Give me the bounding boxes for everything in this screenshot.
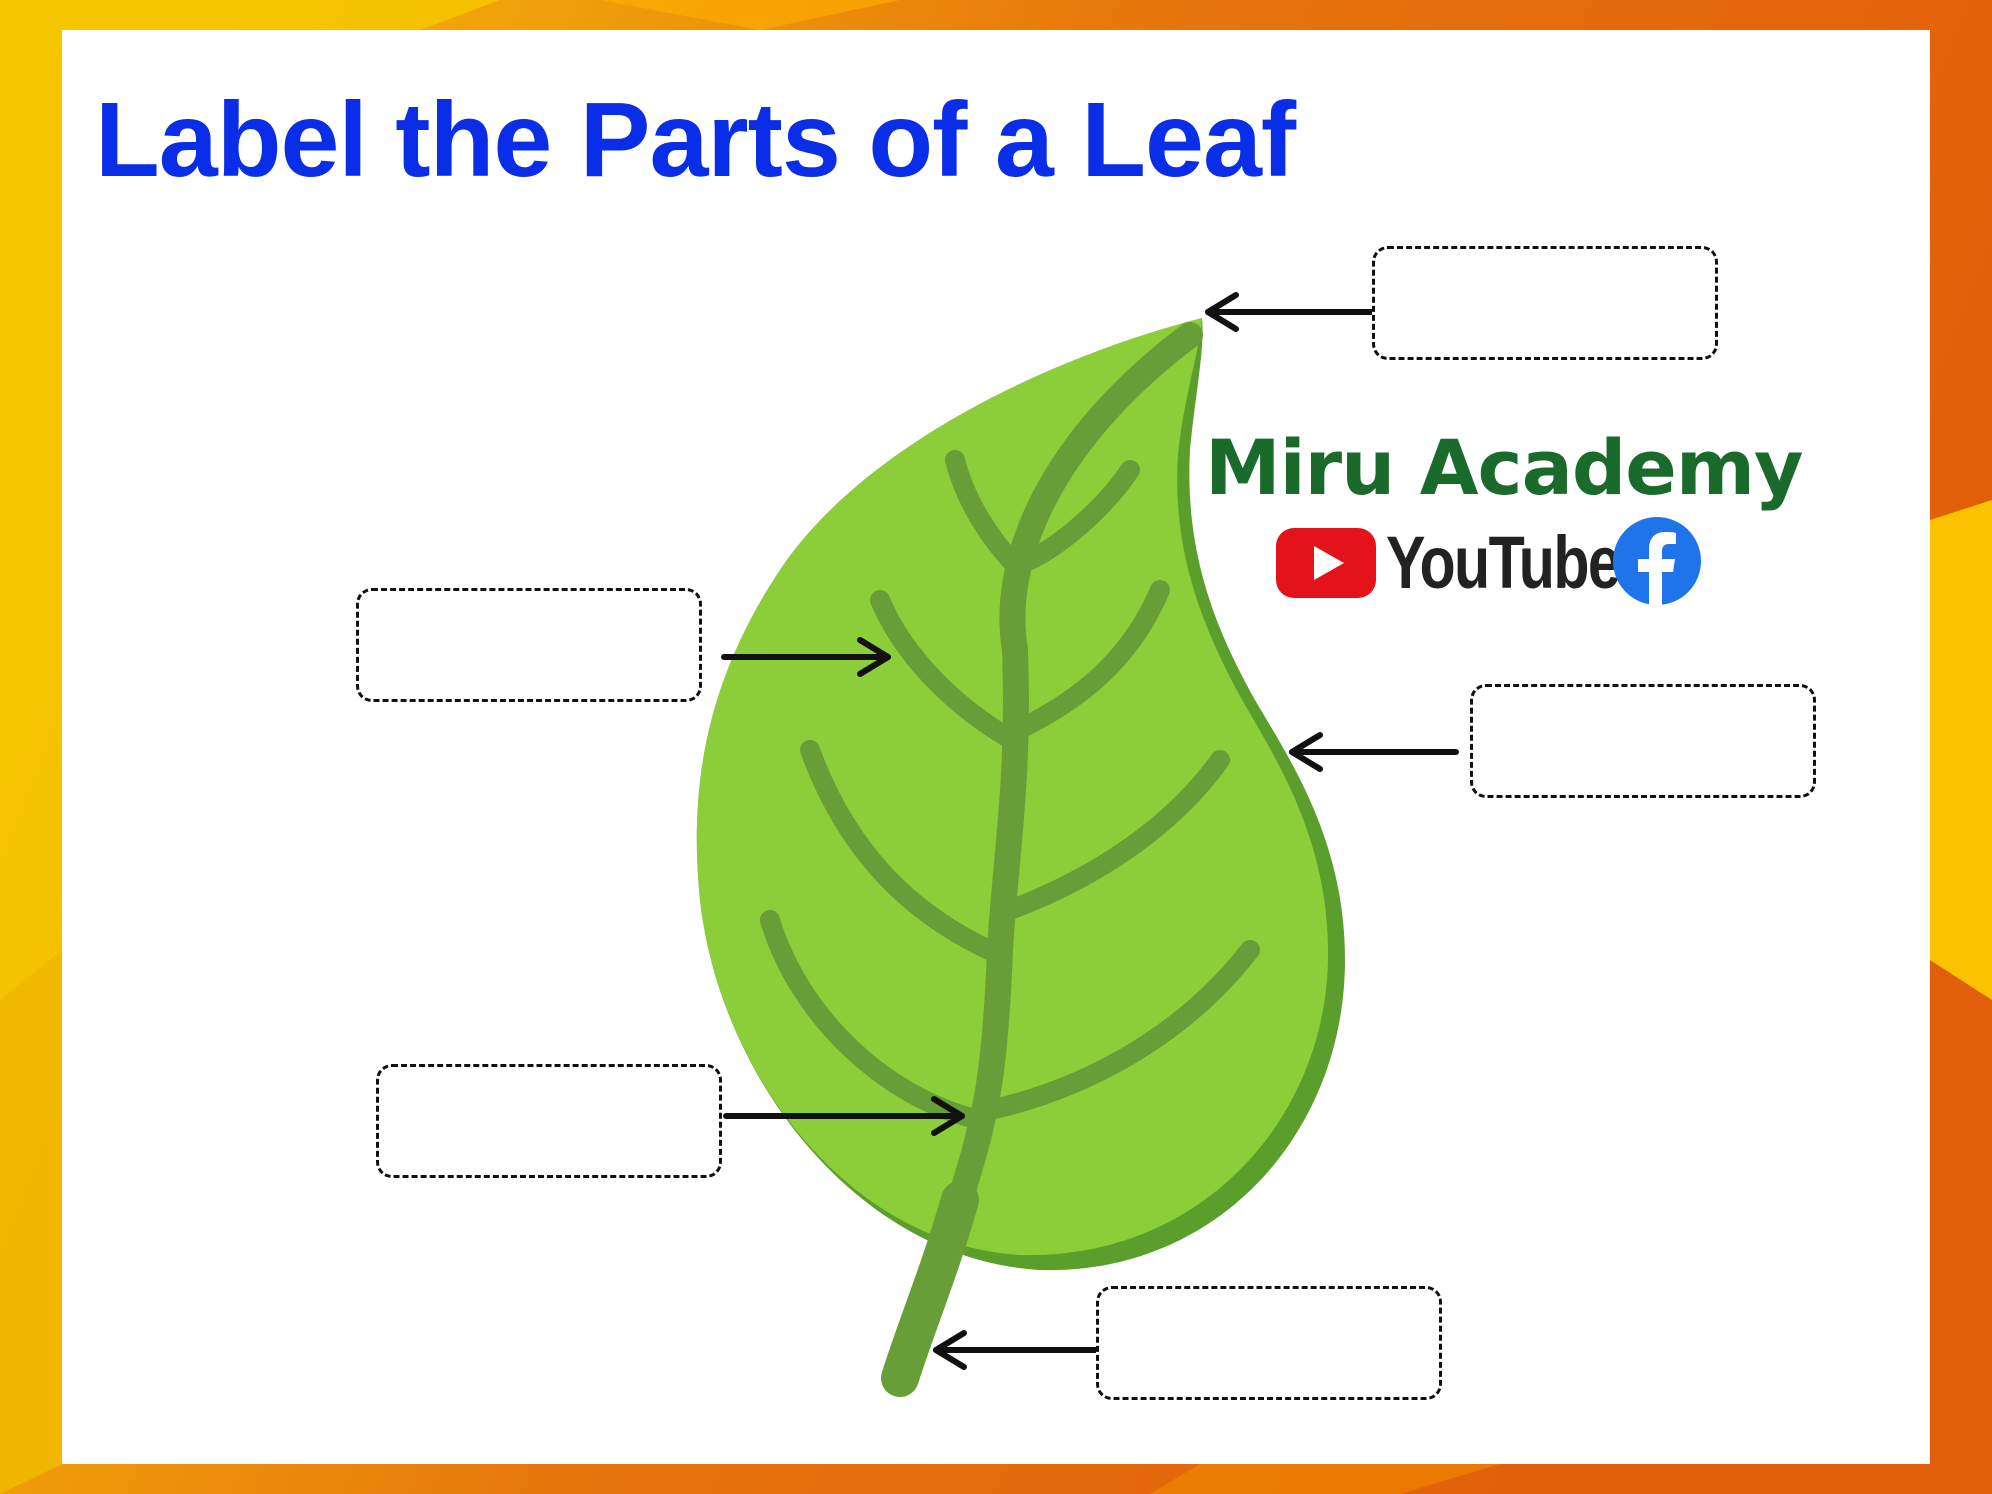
youtube-wordmark: YouTube	[1386, 521, 1621, 604]
label-box-tip[interactable]	[1372, 246, 1718, 360]
leaf-petiole	[881, 1181, 979, 1397]
label-box-vein[interactable]	[356, 588, 702, 702]
facebook-icon	[1613, 517, 1701, 606]
label-box-midrib[interactable]	[376, 1064, 722, 1178]
page-title: Label the Parts of a Leaf	[95, 81, 1296, 199]
label-box-petiole[interactable]	[1096, 1286, 1442, 1400]
arrow-tip	[1205, 292, 1375, 332]
label-box-margin[interactable]	[1470, 684, 1816, 798]
pointer-arrows	[721, 292, 1459, 1370]
arrow-margin	[1289, 732, 1459, 772]
leaf-veins	[760, 450, 1260, 1130]
brand-name: Miru Academy	[1205, 423, 1804, 512]
arrow-vein	[721, 637, 891, 677]
arrow-midrib	[723, 1096, 965, 1136]
youtube-play-icon	[1276, 528, 1376, 598]
arrow-petiole	[933, 1330, 1099, 1370]
